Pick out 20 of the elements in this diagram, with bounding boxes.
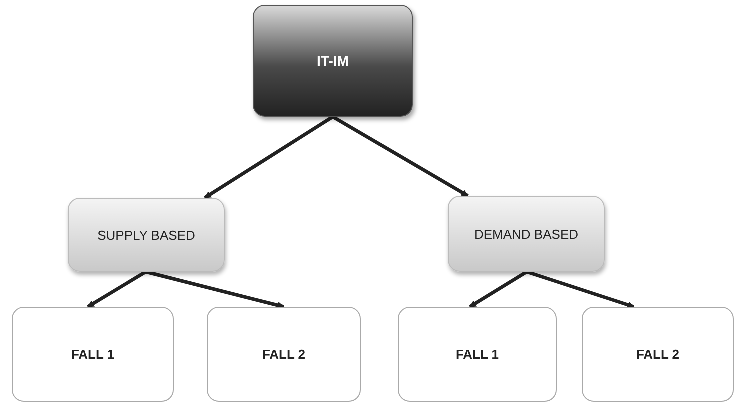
node-box (207, 307, 361, 402)
node-label: FALL 1 (71, 347, 115, 362)
arrow (332, 115, 469, 198)
node-box (12, 307, 174, 402)
arrow (469, 270, 528, 308)
arrow (526, 270, 635, 309)
node-box (253, 5, 413, 117)
node-label: FALL 2 (262, 347, 306, 362)
node-label: DEMAND BASED (474, 226, 579, 242)
node-box (398, 307, 557, 402)
arrow (87, 270, 147, 308)
node-label: IT-IM (317, 53, 349, 69)
arrow (204, 116, 334, 200)
node-label: SUPPLY BASED (98, 228, 196, 242)
node-label: FALL 2 (636, 347, 680, 362)
arrow (146, 270, 285, 309)
node-box (582, 307, 734, 402)
node-label: FALL 1 (456, 347, 500, 362)
node-box (448, 196, 605, 272)
node-box (68, 198, 225, 272)
